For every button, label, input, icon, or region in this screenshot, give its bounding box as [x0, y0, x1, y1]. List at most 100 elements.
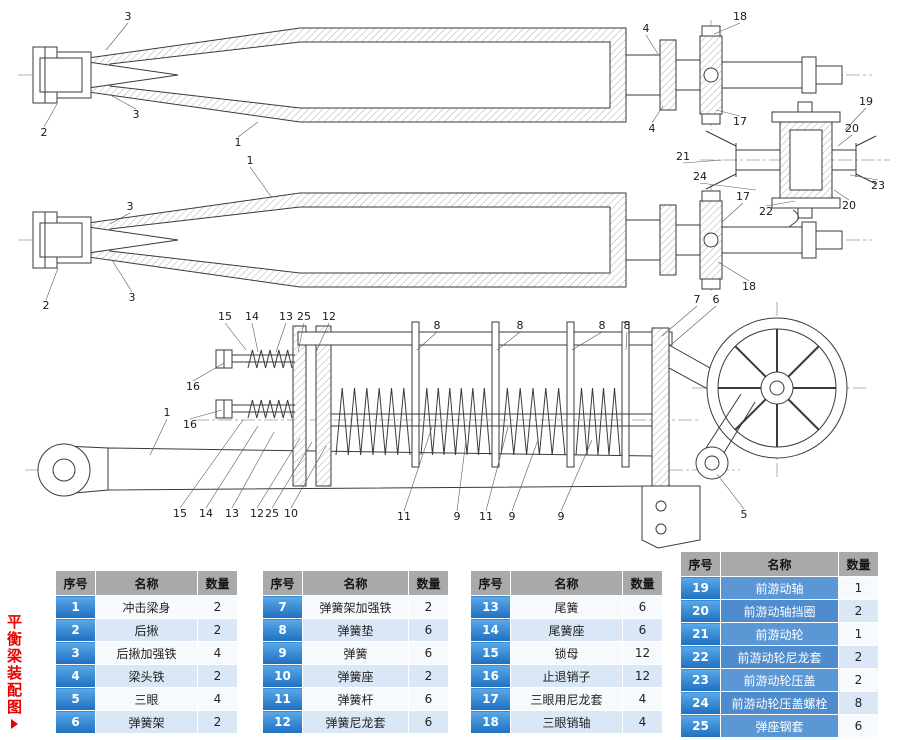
part-name: 弹簧垫: [302, 618, 409, 642]
callout-label: 25: [297, 310, 311, 323]
callout-label: 20: [845, 122, 859, 135]
row-number: 25: [680, 714, 721, 738]
drawing-title-tab[interactable]: 平衡梁装配图: [4, 614, 25, 729]
callout-leader: [721, 202, 744, 223]
part-qty: 2: [838, 599, 879, 623]
row-number: 19: [680, 576, 721, 600]
part-name: 弹簧: [302, 641, 409, 665]
part-qty: 4: [622, 687, 663, 711]
part-name: 弹座钢套: [720, 714, 839, 738]
callout-leader: [45, 267, 59, 301]
callout-leader: [837, 134, 853, 147]
callout-label: 1: [235, 136, 242, 149]
part-name: 前游动轴: [720, 576, 839, 600]
row-number: 15: [470, 641, 511, 665]
callout-leader: [571, 331, 603, 351]
callout-label: 2: [43, 299, 50, 312]
row-number: 17: [470, 687, 511, 711]
chevron-right-icon: [11, 719, 18, 729]
front-floating-wheel: [695, 317, 848, 480]
callout-label: 15: [173, 507, 187, 520]
row-number: 24: [680, 691, 721, 715]
callout-leader: [844, 107, 867, 131]
part-name: 梁头铁: [95, 664, 198, 688]
callout-label: 17: [736, 190, 750, 203]
part-name: 止退销子: [510, 664, 623, 688]
part-qty: 1: [838, 622, 879, 646]
part-qty: 6: [408, 687, 449, 711]
callout-label: 8: [434, 319, 441, 332]
callout-leader: [456, 439, 467, 512]
callout-label: 7: [694, 293, 701, 306]
callout-label: 20: [842, 199, 856, 212]
part-name: 锁母: [510, 641, 623, 665]
callout-leader: [105, 22, 129, 51]
callout-label: 9: [509, 510, 516, 523]
coil-spring: [247, 349, 293, 369]
row-number: 16: [470, 664, 511, 688]
part-name: 后揪加强铁: [95, 641, 198, 665]
callout-label: 17: [733, 115, 747, 128]
callout-label: 8: [624, 319, 631, 332]
callout-leader: [833, 189, 850, 201]
callout-leader: [716, 473, 745, 510]
part-qty: 2: [408, 664, 449, 688]
callout-label: 13: [225, 507, 239, 520]
callout-label: 4: [643, 22, 650, 35]
callout-leader: [149, 418, 168, 456]
callout-label: 10: [284, 507, 298, 520]
callout-label: 9: [558, 510, 565, 523]
part-name: 前游动轮压盖: [720, 668, 839, 692]
callout-label: 8: [599, 319, 606, 332]
callout-label: 9: [454, 510, 461, 523]
column-header: 名称: [302, 570, 409, 596]
callout-leader: [290, 445, 327, 509]
spring-assembly-view: [37, 321, 736, 549]
callout-label: 4: [649, 122, 656, 135]
callout-label: 3: [133, 108, 140, 121]
part-name: 三眼用尼龙套: [510, 687, 623, 711]
drawing-title: 平衡梁装配图: [5, 614, 23, 716]
part-name: 前游动轮: [720, 622, 839, 646]
floating-shaft-detail: [705, 101, 877, 239]
row-number: 3: [55, 641, 96, 665]
callout-label: 16: [183, 418, 197, 431]
column-header: 数量: [622, 570, 663, 596]
callout-label: 22: [759, 205, 773, 218]
part-qty: 2: [838, 668, 879, 692]
part-qty: 2: [197, 664, 238, 688]
column-header: 数量: [197, 570, 238, 596]
callout-leader: [275, 322, 287, 353]
part-qty: 4: [622, 710, 663, 734]
part-qty: 6: [622, 595, 663, 619]
part-qty: 12: [622, 641, 663, 665]
row-number: 6: [55, 710, 96, 734]
coil-spring: [247, 399, 293, 419]
part-qty: 2: [197, 595, 238, 619]
part-name: 弹簧座: [302, 664, 409, 688]
callout-label: 25: [265, 507, 279, 520]
callout-leader: [713, 22, 741, 35]
callout-leader: [416, 331, 438, 351]
callout-leader: [496, 331, 521, 351]
part-name: 尾簧座: [510, 618, 623, 642]
part-name: 前游动轴挡圈: [720, 599, 839, 623]
part-qty: 8: [838, 691, 879, 715]
